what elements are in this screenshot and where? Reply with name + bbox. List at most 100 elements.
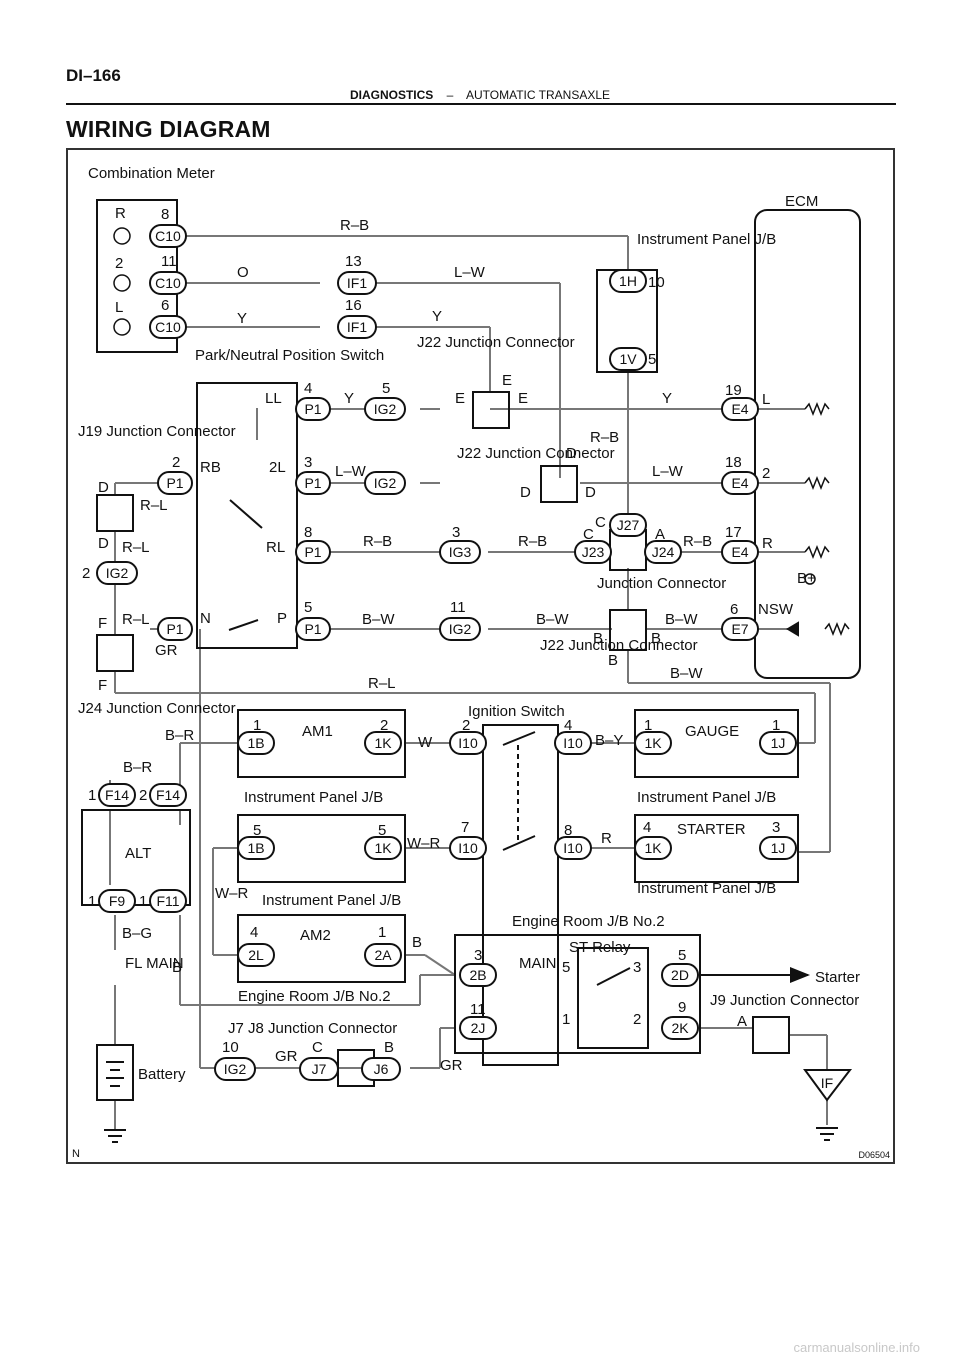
svg-text:RB: RB — [200, 459, 221, 476]
am1-label: AM1 — [302, 723, 333, 740]
svg-text:2: 2 — [380, 717, 388, 734]
svg-text:J23: J23 — [582, 544, 605, 560]
ip-jb-label-5: Instrument Panel J/B — [262, 892, 401, 909]
svg-text:L–W: L–W — [454, 264, 486, 281]
svg-text:1: 1 — [562, 1011, 570, 1028]
north-mark: N — [72, 1148, 80, 1160]
svg-text:1J: 1J — [771, 735, 786, 751]
j22-label-3: J22 Junction Connector — [540, 637, 698, 654]
svg-text:C: C — [583, 526, 594, 543]
svg-text:I10: I10 — [563, 840, 583, 856]
svg-text:11: 11 — [450, 599, 466, 616]
svg-text:B–R: B–R — [123, 759, 152, 776]
svg-text:C10: C10 — [155, 228, 181, 244]
svg-text:B–R: B–R — [165, 727, 194, 744]
svg-text:L–W: L–W — [335, 463, 367, 480]
svg-text:E4: E4 — [731, 401, 748, 417]
gauge-label: GAUGE — [685, 723, 739, 740]
battery-box — [96, 1044, 134, 1101]
diagram-frame — [66, 148, 895, 1164]
svg-text:5: 5 — [648, 351, 656, 368]
svg-text:LL: LL — [265, 390, 282, 407]
svg-text:5: 5 — [253, 822, 261, 839]
page-code: DI–166 — [66, 66, 121, 85]
svg-text:B–Y: B–Y — [595, 732, 623, 749]
svg-text:2: 2 — [115, 255, 123, 272]
svg-text:B: B — [384, 1039, 394, 1056]
ip-jb-label-4: Instrument Panel J/B — [637, 880, 776, 897]
svg-text:R–B: R–B — [340, 217, 369, 234]
svg-text:R–L: R–L — [122, 611, 150, 628]
svg-text:P1: P1 — [304, 401, 321, 417]
svg-text:6: 6 — [730, 601, 738, 618]
j19-connector-box — [96, 494, 134, 532]
svg-text:1: 1 — [139, 893, 147, 910]
svg-text:13: 13 — [345, 253, 362, 270]
j9-label: J9 Junction Connector — [710, 992, 859, 1009]
svg-text:O: O — [237, 264, 249, 281]
svg-text:RL: RL — [266, 539, 285, 556]
section-header: DIAGNOSTICS – AUTOMATIC TRANSAXLE — [0, 88, 960, 102]
svg-text:B: B — [593, 630, 603, 647]
svg-text:3: 3 — [633, 959, 641, 976]
j19-label: J19 Junction Connector — [78, 423, 236, 440]
svg-text:11: 11 — [470, 1001, 486, 1018]
meter-bulbs — [113, 227, 131, 336]
svg-text:F14: F14 — [105, 787, 129, 803]
svg-text:E7: E7 — [731, 621, 748, 637]
svg-text:8: 8 — [304, 524, 312, 541]
svg-text:L: L — [762, 391, 770, 408]
svg-text:1K: 1K — [644, 735, 662, 751]
svg-text:5: 5 — [304, 599, 312, 616]
svg-text:18: 18 — [725, 454, 742, 471]
j22-label-2: J22 Junction Connector — [457, 445, 615, 462]
svg-text:R–L: R–L — [122, 539, 150, 556]
svg-text:Y: Y — [344, 390, 354, 407]
svg-text:C: C — [595, 514, 606, 531]
svg-text:D: D — [98, 479, 109, 496]
svg-text:F11: F11 — [156, 893, 179, 909]
svg-text:B: B — [412, 934, 422, 951]
svg-text:8: 8 — [564, 822, 572, 839]
main-fuse-label: MAIN — [519, 955, 557, 972]
svg-text:5: 5 — [378, 822, 386, 839]
j22-connector-b — [609, 609, 647, 651]
ecm-box — [754, 209, 861, 679]
svg-text:B–W: B–W — [362, 611, 395, 628]
connector-pills — [96, 224, 797, 1081]
svg-text:C: C — [312, 1039, 323, 1056]
svg-text:1: 1 — [88, 893, 96, 910]
j9-connector-box — [752, 1016, 790, 1054]
svg-text:B: B — [651, 630, 661, 647]
svg-text:1J: 1J — [771, 840, 786, 856]
svg-text:2: 2 — [462, 717, 470, 734]
svg-text:F14: F14 — [156, 787, 180, 803]
svg-text:E: E — [455, 390, 465, 407]
if-ground-triangle — [803, 1069, 853, 1102]
svg-text:R–L: R–L — [368, 675, 396, 692]
svg-text:R–B: R–B — [518, 533, 547, 550]
svg-text:GR: GR — [275, 1048, 298, 1065]
svg-text:B–G: B–G — [122, 925, 152, 942]
st-relay-box — [577, 947, 649, 1049]
svg-text:C10: C10 — [155, 275, 181, 291]
svg-text:B: B — [172, 959, 182, 976]
svg-text:L: L — [115, 299, 123, 316]
footer-watermark: carmanualsonline.info — [793, 1340, 920, 1355]
svg-text:1: 1 — [88, 787, 96, 804]
svg-text:1K: 1K — [644, 840, 662, 856]
svg-text:2: 2 — [82, 565, 90, 582]
svg-text:3: 3 — [772, 819, 780, 836]
section-separator: – — [446, 88, 454, 102]
svg-text:4: 4 — [304, 380, 312, 397]
switch-internals — [228, 499, 799, 986]
connector-labels: C10 C10 C10 IF1 IF1 1H 1V E4 E4 E4 E7 P1… — [105, 228, 833, 1091]
alt-label: ALT — [125, 845, 151, 862]
j22-label: J22 Junction Connector — [417, 334, 575, 351]
svg-text:R: R — [762, 535, 773, 552]
svg-text:P1: P1 — [304, 621, 321, 637]
svg-text:I10: I10 — [458, 735, 478, 751]
j24-connector-box — [96, 634, 134, 672]
svg-text:J6: J6 — [374, 1061, 389, 1077]
svg-text:2L: 2L — [269, 459, 286, 476]
